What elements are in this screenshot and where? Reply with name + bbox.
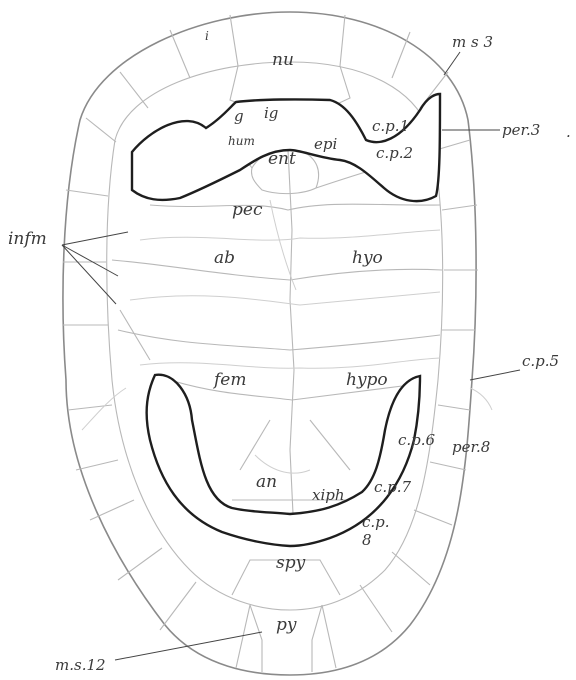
label-infm: infm — [8, 229, 47, 249]
label-spy: spy — [276, 553, 306, 573]
label-ig: ig — [264, 104, 278, 122]
label-xiph: xiph — [312, 486, 345, 504]
label-cp8b: 8 — [362, 531, 372, 549]
label-cp6: c.p.6 — [398, 431, 436, 449]
label-epi: epi — [314, 135, 337, 153]
label-per3: per.3 — [502, 121, 540, 139]
label-pec: pec — [232, 200, 263, 220]
label-cp8a: c.p. — [362, 513, 390, 531]
label-cp2: c.p.2 — [376, 144, 413, 162]
stray-dot: . — [566, 123, 571, 141]
label-fem: fem — [212, 370, 246, 390]
label-hum: hum — [228, 134, 255, 148]
label-an: an — [256, 472, 277, 492]
label-ab: ab — [214, 248, 235, 268]
label-nu: nu — [272, 50, 294, 70]
label-cp1: c.p.1 — [372, 117, 409, 135]
label-cp7: c.p.7 — [374, 478, 412, 496]
label-ms12: m.s.12 — [55, 656, 106, 674]
label-hypo: hypo — [346, 370, 388, 390]
label-g: g — [234, 107, 244, 125]
label-ms3: m s 3 — [452, 33, 493, 51]
label-per8: per.8 — [452, 438, 490, 456]
label-i: i — [205, 29, 209, 43]
label-cp5: c.p.5 — [522, 352, 559, 370]
label-ent: ent — [268, 149, 296, 169]
label-py: py — [276, 615, 297, 635]
label-hyo: hyo — [352, 248, 383, 268]
